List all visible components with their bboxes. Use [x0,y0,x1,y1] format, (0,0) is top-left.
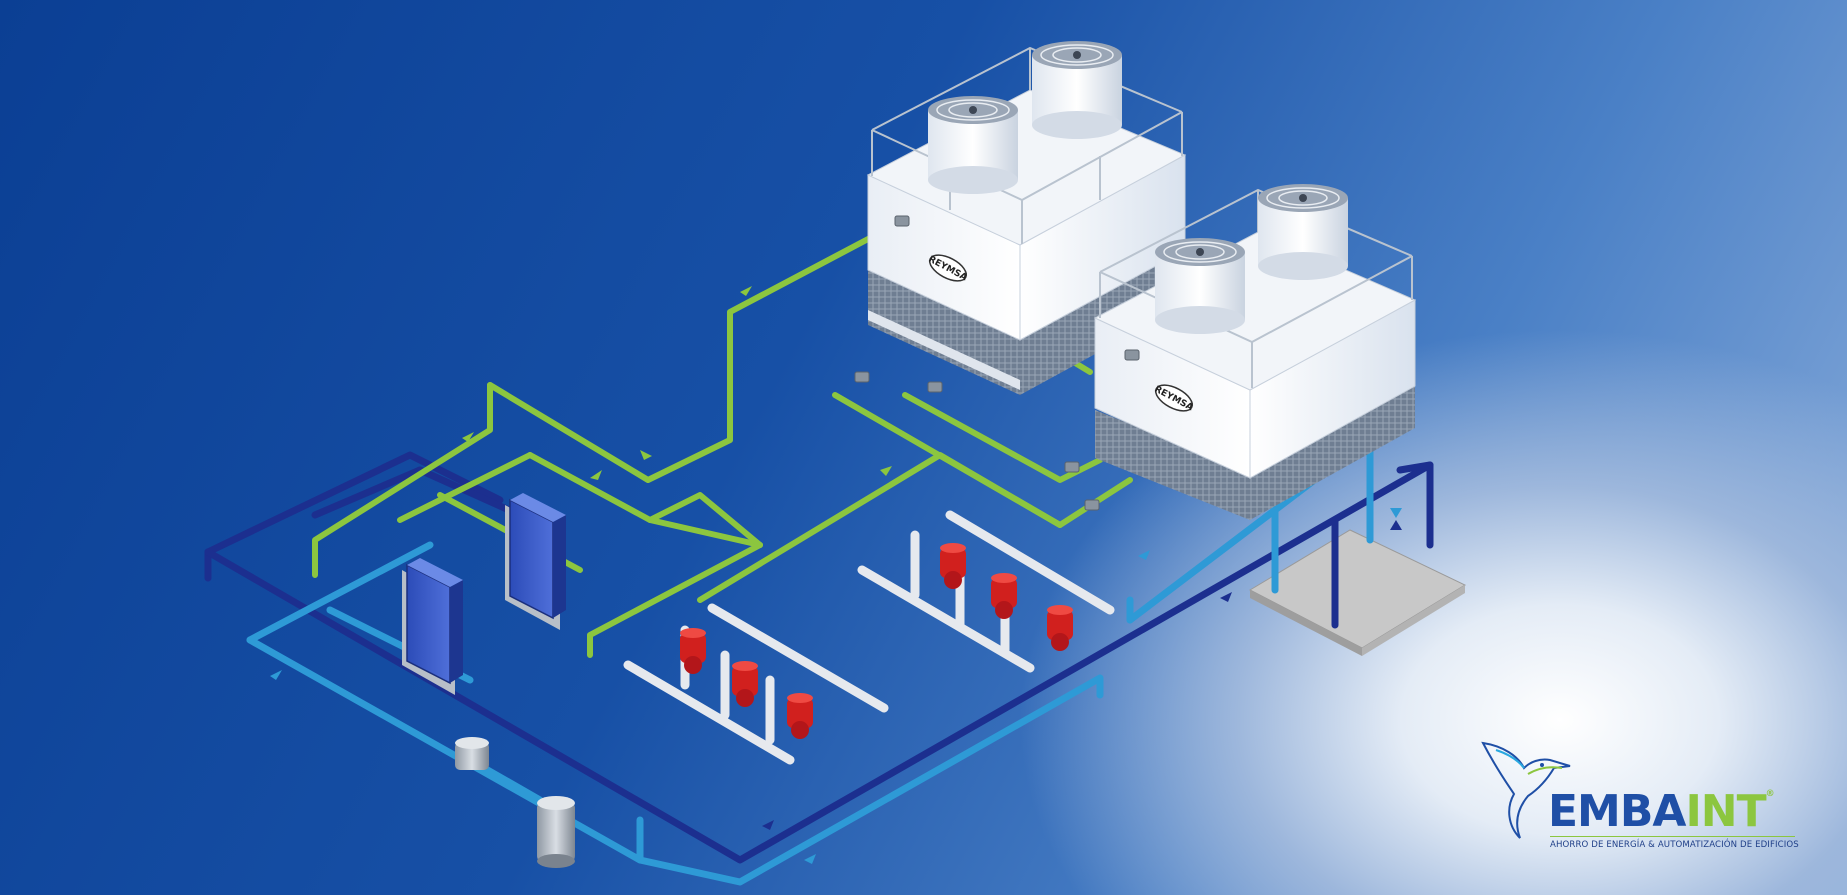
valve-icon [854,215,1140,511]
brand-name-part1: EMBA [1548,786,1686,837]
return-water-pipe [246,434,1374,886]
embaint-logo: EMBAINT® AHORRO DE ENERGÍA & AUTOMATIZAC… [1478,738,1799,858]
flow-arrow-icon [270,286,1402,864]
pump-header-pipe [623,510,1115,765]
pump-icon [680,543,1073,739]
fan-icon [1032,41,1122,139]
brand-name-part2: INT [1685,786,1766,837]
safety-railing [871,46,1183,244]
cooling-tower-2: REYMSA [1093,184,1417,520]
concrete-pad [1248,529,1467,656]
fan-icon [1258,184,1348,280]
strainer-filter [455,737,489,770]
registered-mark: ® [1765,789,1775,799]
fan-icon [928,96,1018,194]
hummingbird-logo-icon [1481,741,1571,839]
fan-icon [1155,238,1245,334]
brand-divider [1550,836,1795,837]
brand-wordmark: EMBAINT® [1548,789,1775,834]
brand-tagline: AHORRO DE ENERGÍA & AUTOMATIZACIÓN DE ED… [1550,840,1799,850]
condenser-water-pipe [312,235,1133,658]
expansion-tank [537,796,575,868]
heat-exchanger-icon [402,493,566,695]
